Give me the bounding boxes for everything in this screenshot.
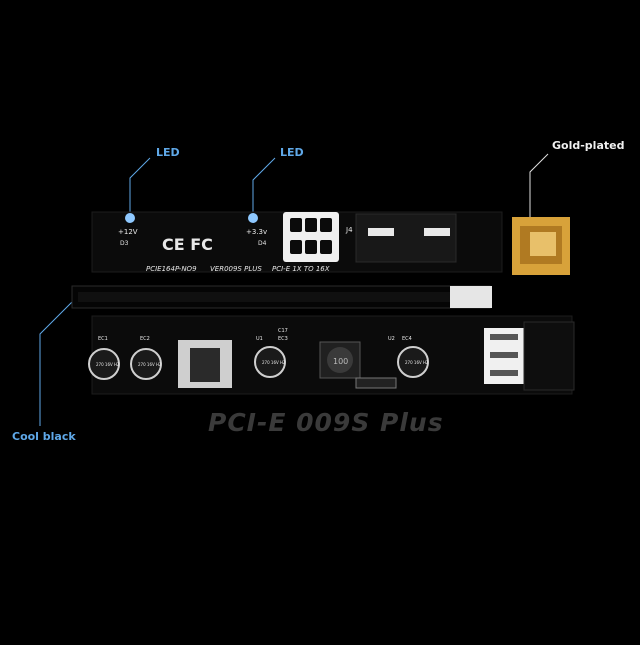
label-12v: +12V bbox=[118, 228, 138, 236]
usb-tongue bbox=[530, 232, 556, 256]
pcie-slot-contacts bbox=[78, 292, 474, 302]
led-right bbox=[248, 213, 258, 223]
version-label: VER009S PLUS bbox=[210, 265, 262, 273]
label-d4: D4 bbox=[258, 240, 267, 247]
callout-line-gold bbox=[529, 153, 549, 238]
capacitors bbox=[88, 346, 429, 380]
label-u1: U1 bbox=[256, 336, 263, 342]
label-ec1: EC1 bbox=[98, 336, 108, 342]
slot-latch bbox=[450, 286, 492, 308]
label-c17: C17 bbox=[278, 328, 288, 334]
regulator-chip bbox=[190, 348, 220, 382]
sata-latch-right bbox=[424, 228, 450, 236]
cap-label-2: 270 16V HZ bbox=[138, 362, 162, 367]
product-watermark: PCI-E 009S Plus bbox=[208, 408, 444, 437]
bus-label: PCI-E 1X TO 16X bbox=[272, 265, 330, 273]
power-pins bbox=[290, 218, 332, 254]
callout-gold-plated: Gold-plated bbox=[552, 139, 625, 152]
cap-label-4: 270 16V HZ bbox=[405, 360, 429, 365]
right-connector-pins bbox=[490, 334, 518, 376]
cert-marks: CE FC bbox=[162, 235, 213, 254]
label-ec4: EC4 bbox=[402, 336, 412, 342]
right-connector-housing bbox=[523, 321, 575, 391]
label-ec2: EC2 bbox=[140, 336, 150, 342]
label-ec3: EC3 bbox=[278, 336, 288, 342]
callout-line-led-right bbox=[252, 157, 276, 218]
callout-lines bbox=[39, 153, 549, 426]
inductor-value: 100 bbox=[333, 357, 348, 366]
ic-chip bbox=[355, 377, 397, 389]
label-33v: +3.3v bbox=[246, 228, 267, 236]
model-number: PCIE164P-NO9 bbox=[146, 265, 197, 273]
cap-label-1: 270 16V HZ bbox=[96, 362, 120, 367]
label-u2: U2 bbox=[388, 336, 395, 342]
callout-line-black bbox=[39, 295, 79, 426]
cap-label-3: 270 16V HZ bbox=[262, 360, 286, 365]
callout-led-left: LED bbox=[156, 146, 180, 159]
sata-connector bbox=[355, 213, 457, 263]
led-left bbox=[125, 213, 135, 223]
sata-latch-left bbox=[368, 228, 394, 236]
callout-line-led-left bbox=[129, 157, 151, 218]
silkscreen: +12V D3 +3.3v D4 J4 CE FC PCIE164P-NO9 V… bbox=[96, 226, 429, 367]
inductor-coil bbox=[327, 347, 353, 373]
callout-cool-black: Cool black bbox=[12, 430, 76, 443]
label-j4: J4 bbox=[345, 226, 353, 234]
callout-led-right: LED bbox=[280, 146, 304, 159]
label-d3: D3 bbox=[120, 240, 129, 247]
